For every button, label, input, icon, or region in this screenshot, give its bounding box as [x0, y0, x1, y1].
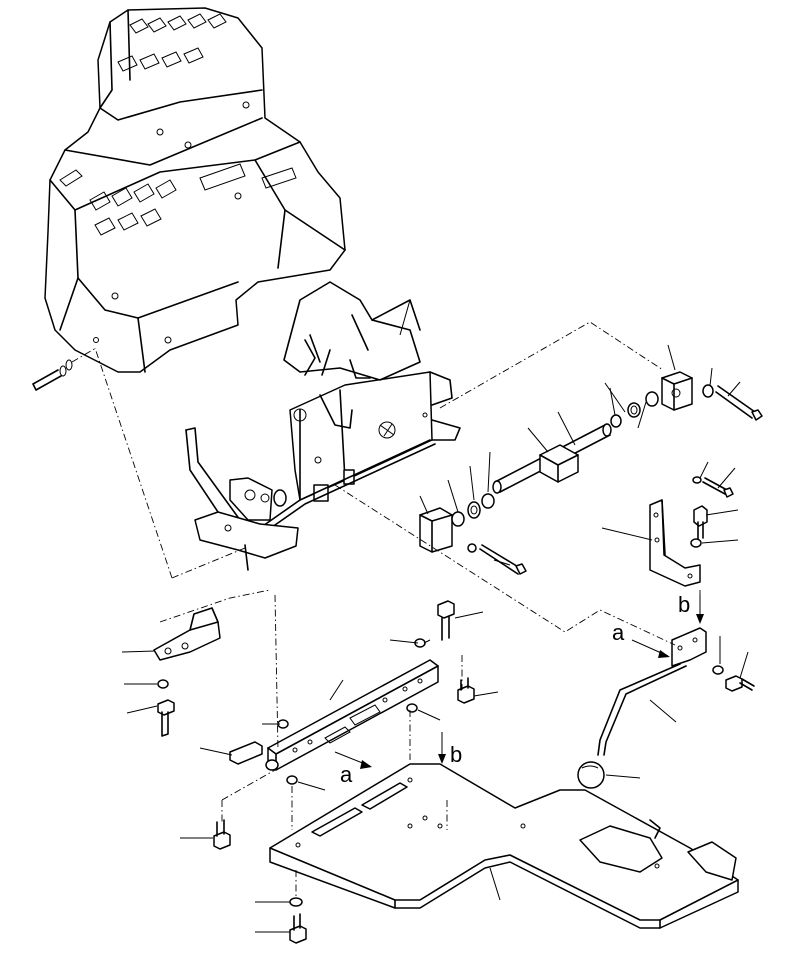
base-plate [269, 763, 739, 929]
shaft-assembly [419, 371, 763, 575]
callout-a-lower: a [340, 762, 353, 787]
retainer-pin [229, 741, 263, 765]
reference-lines [94, 321, 701, 898]
lower-fasteners [213, 600, 755, 944]
left-pivot-bracket [185, 427, 299, 571]
console-mounting-screw [32, 347, 97, 391]
shift-lever [577, 627, 707, 789]
callout-a-upper: a [612, 620, 625, 645]
right-l-bracket [649, 476, 734, 587]
console-support-frame [259, 281, 461, 533]
callout-arrows [334, 595, 704, 769]
lower-left-bracket [153, 607, 221, 737]
leader-lines [121, 299, 749, 933]
lower-rail-channel [265, 659, 439, 771]
callout-b-upper: b [678, 592, 690, 617]
operator-console-cover [44, 7, 346, 373]
callout-b-lower: b [450, 742, 462, 767]
